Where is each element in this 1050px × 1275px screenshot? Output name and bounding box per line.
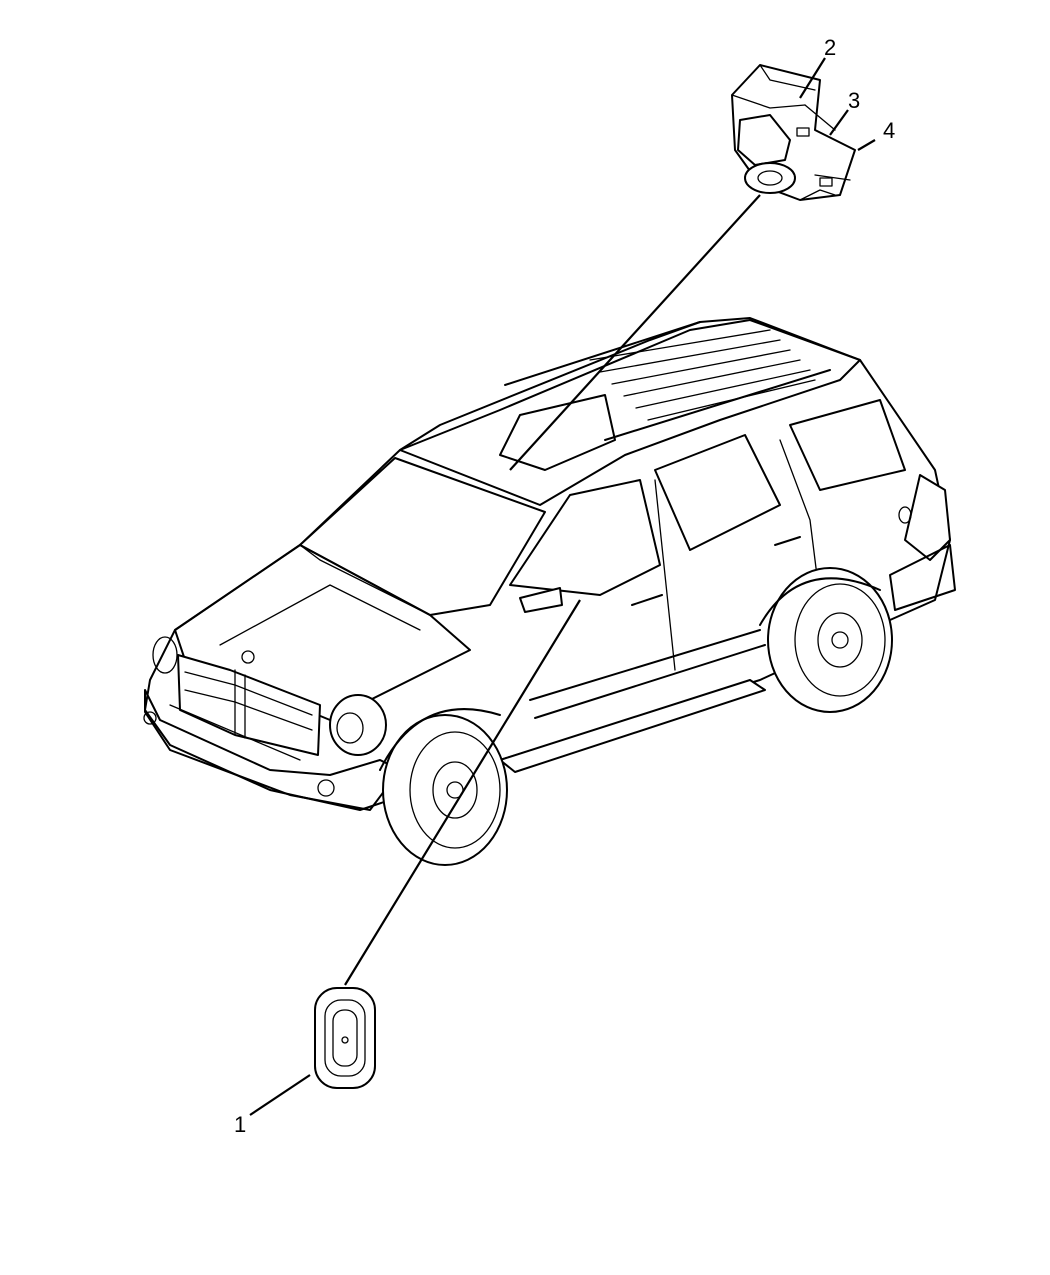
callout-2: 2 [824,35,836,60]
front-wheel [382,714,508,866]
motor-module [731,64,856,201]
rear-wheel [767,567,893,713]
callout-3: 3 [848,88,860,113]
leader-lines [249,57,876,1116]
callout-4: 4 [883,118,895,143]
switch [314,987,376,1089]
callout-1: 1 [234,1112,246,1137]
vehicle-illustration [143,317,956,866]
